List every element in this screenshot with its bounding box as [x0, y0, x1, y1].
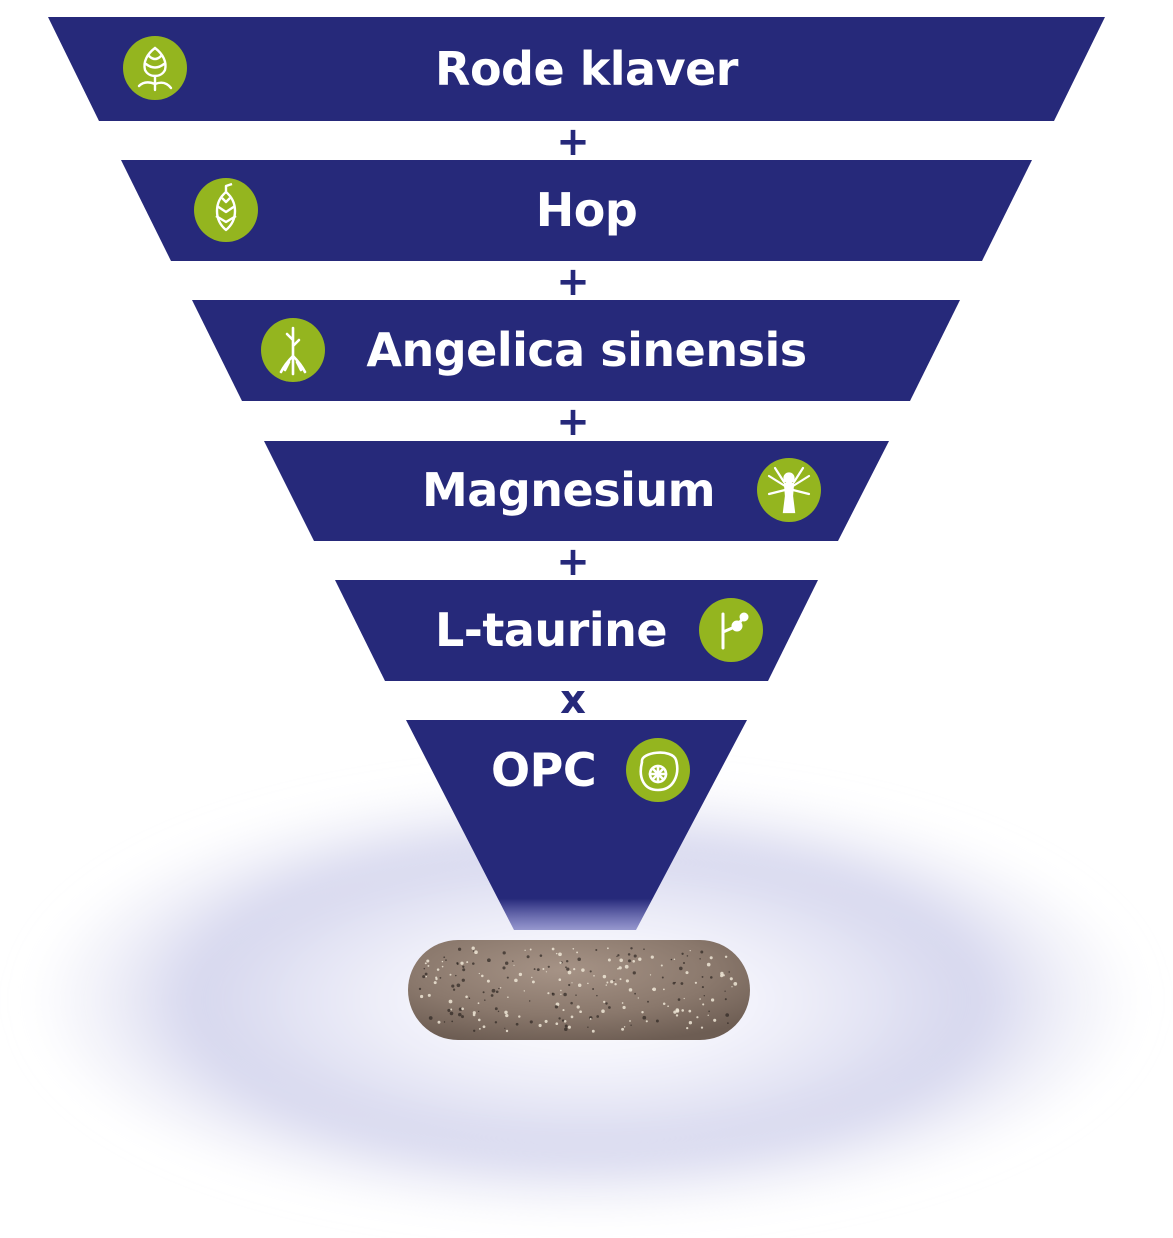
operator-4: +: [556, 539, 590, 585]
operator-1: +: [556, 119, 590, 165]
layer-label-angelica: Angelica sinensis: [366, 323, 807, 377]
red-clover-icon: [123, 36, 187, 100]
layer-label-opc: OPC: [491, 743, 597, 797]
band-angelica: [192, 300, 960, 401]
grape-seed-icon: [626, 738, 690, 802]
operator-3: +: [556, 399, 590, 445]
root-icon: [261, 318, 325, 382]
tablet-image: [408, 940, 750, 1040]
band-l-taurine: [335, 580, 818, 681]
person-radiant-icon: [757, 458, 821, 522]
layer-label-magnesium: Magnesium: [422, 463, 716, 517]
operator-5: x: [560, 677, 586, 723]
band-hop: [121, 160, 1032, 261]
band-rode-klaver: [48, 17, 1105, 121]
hop-cone-icon: [194, 178, 258, 242]
layer-label-hop: Hop: [535, 183, 638, 237]
molecule-icon: [699, 598, 763, 662]
operator-2: +: [556, 259, 590, 305]
layer-label-rode-klaver: Rode klaver: [435, 42, 738, 96]
band-magnesium: [264, 441, 889, 541]
layer-label-l-taurine: L-taurine: [435, 603, 668, 657]
